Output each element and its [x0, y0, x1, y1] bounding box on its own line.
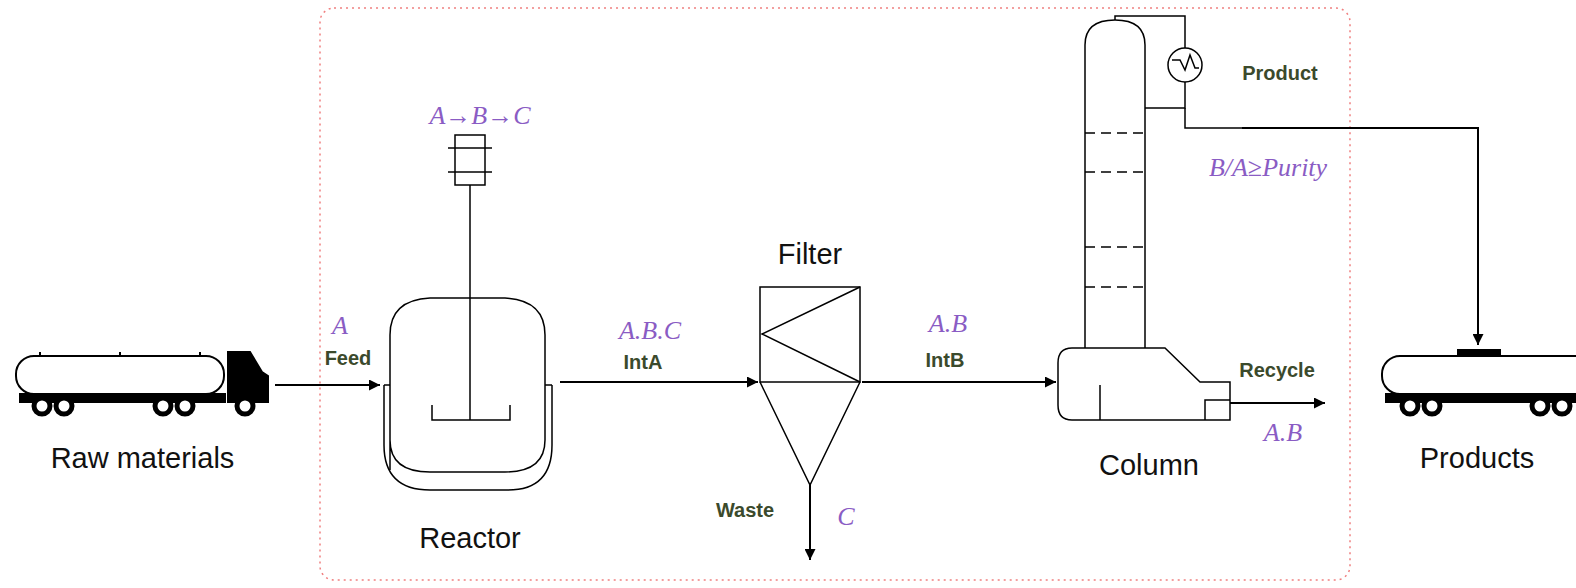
- component-label: A.B: [929, 310, 967, 339]
- component-label: A.B.C: [619, 317, 681, 346]
- stream-name: Product: [1240, 62, 1320, 84]
- truck-node: Products: [1378, 345, 1576, 475]
- component-label: B/A≥Purity: [1209, 154, 1327, 183]
- waste-arrow: [809, 485, 811, 560]
- filter-node: Filter: [758, 238, 862, 490]
- stream-name: Recycle: [1237, 359, 1317, 381]
- filter-unit: [760, 287, 860, 485]
- column-node: Column: [1056, 10, 1242, 482]
- distillation-column: [1058, 16, 1242, 420]
- node-label: Filter: [778, 238, 842, 271]
- tank-truck: [16, 352, 268, 414]
- reactor-node: Reactor: [380, 130, 560, 555]
- node-label: Column: [1099, 449, 1199, 482]
- truck-node: Raw materials: [10, 345, 275, 475]
- node-label: Reactor: [419, 522, 521, 555]
- component-label: A.B: [1264, 419, 1302, 448]
- tank-truck: [1382, 350, 1576, 414]
- component-label: A→B→C: [429, 102, 530, 131]
- stream-name: IntA: [622, 351, 665, 373]
- stream-arrow: [275, 384, 380, 386]
- stream-arrow: [862, 381, 1056, 383]
- node-label: Raw materials: [51, 442, 235, 475]
- node-label: Products: [1420, 442, 1534, 475]
- stream-name: Waste: [714, 499, 776, 521]
- component-label: C: [837, 503, 854, 532]
- stream-name: IntB: [924, 349, 967, 371]
- stream-name: Feed: [323, 347, 374, 369]
- reactor-vessel: [384, 135, 552, 490]
- stream-arrow: [560, 381, 758, 383]
- system-boundary: [320, 8, 1350, 580]
- component-label: A: [332, 312, 348, 341]
- recycle-arrow: [1230, 402, 1325, 404]
